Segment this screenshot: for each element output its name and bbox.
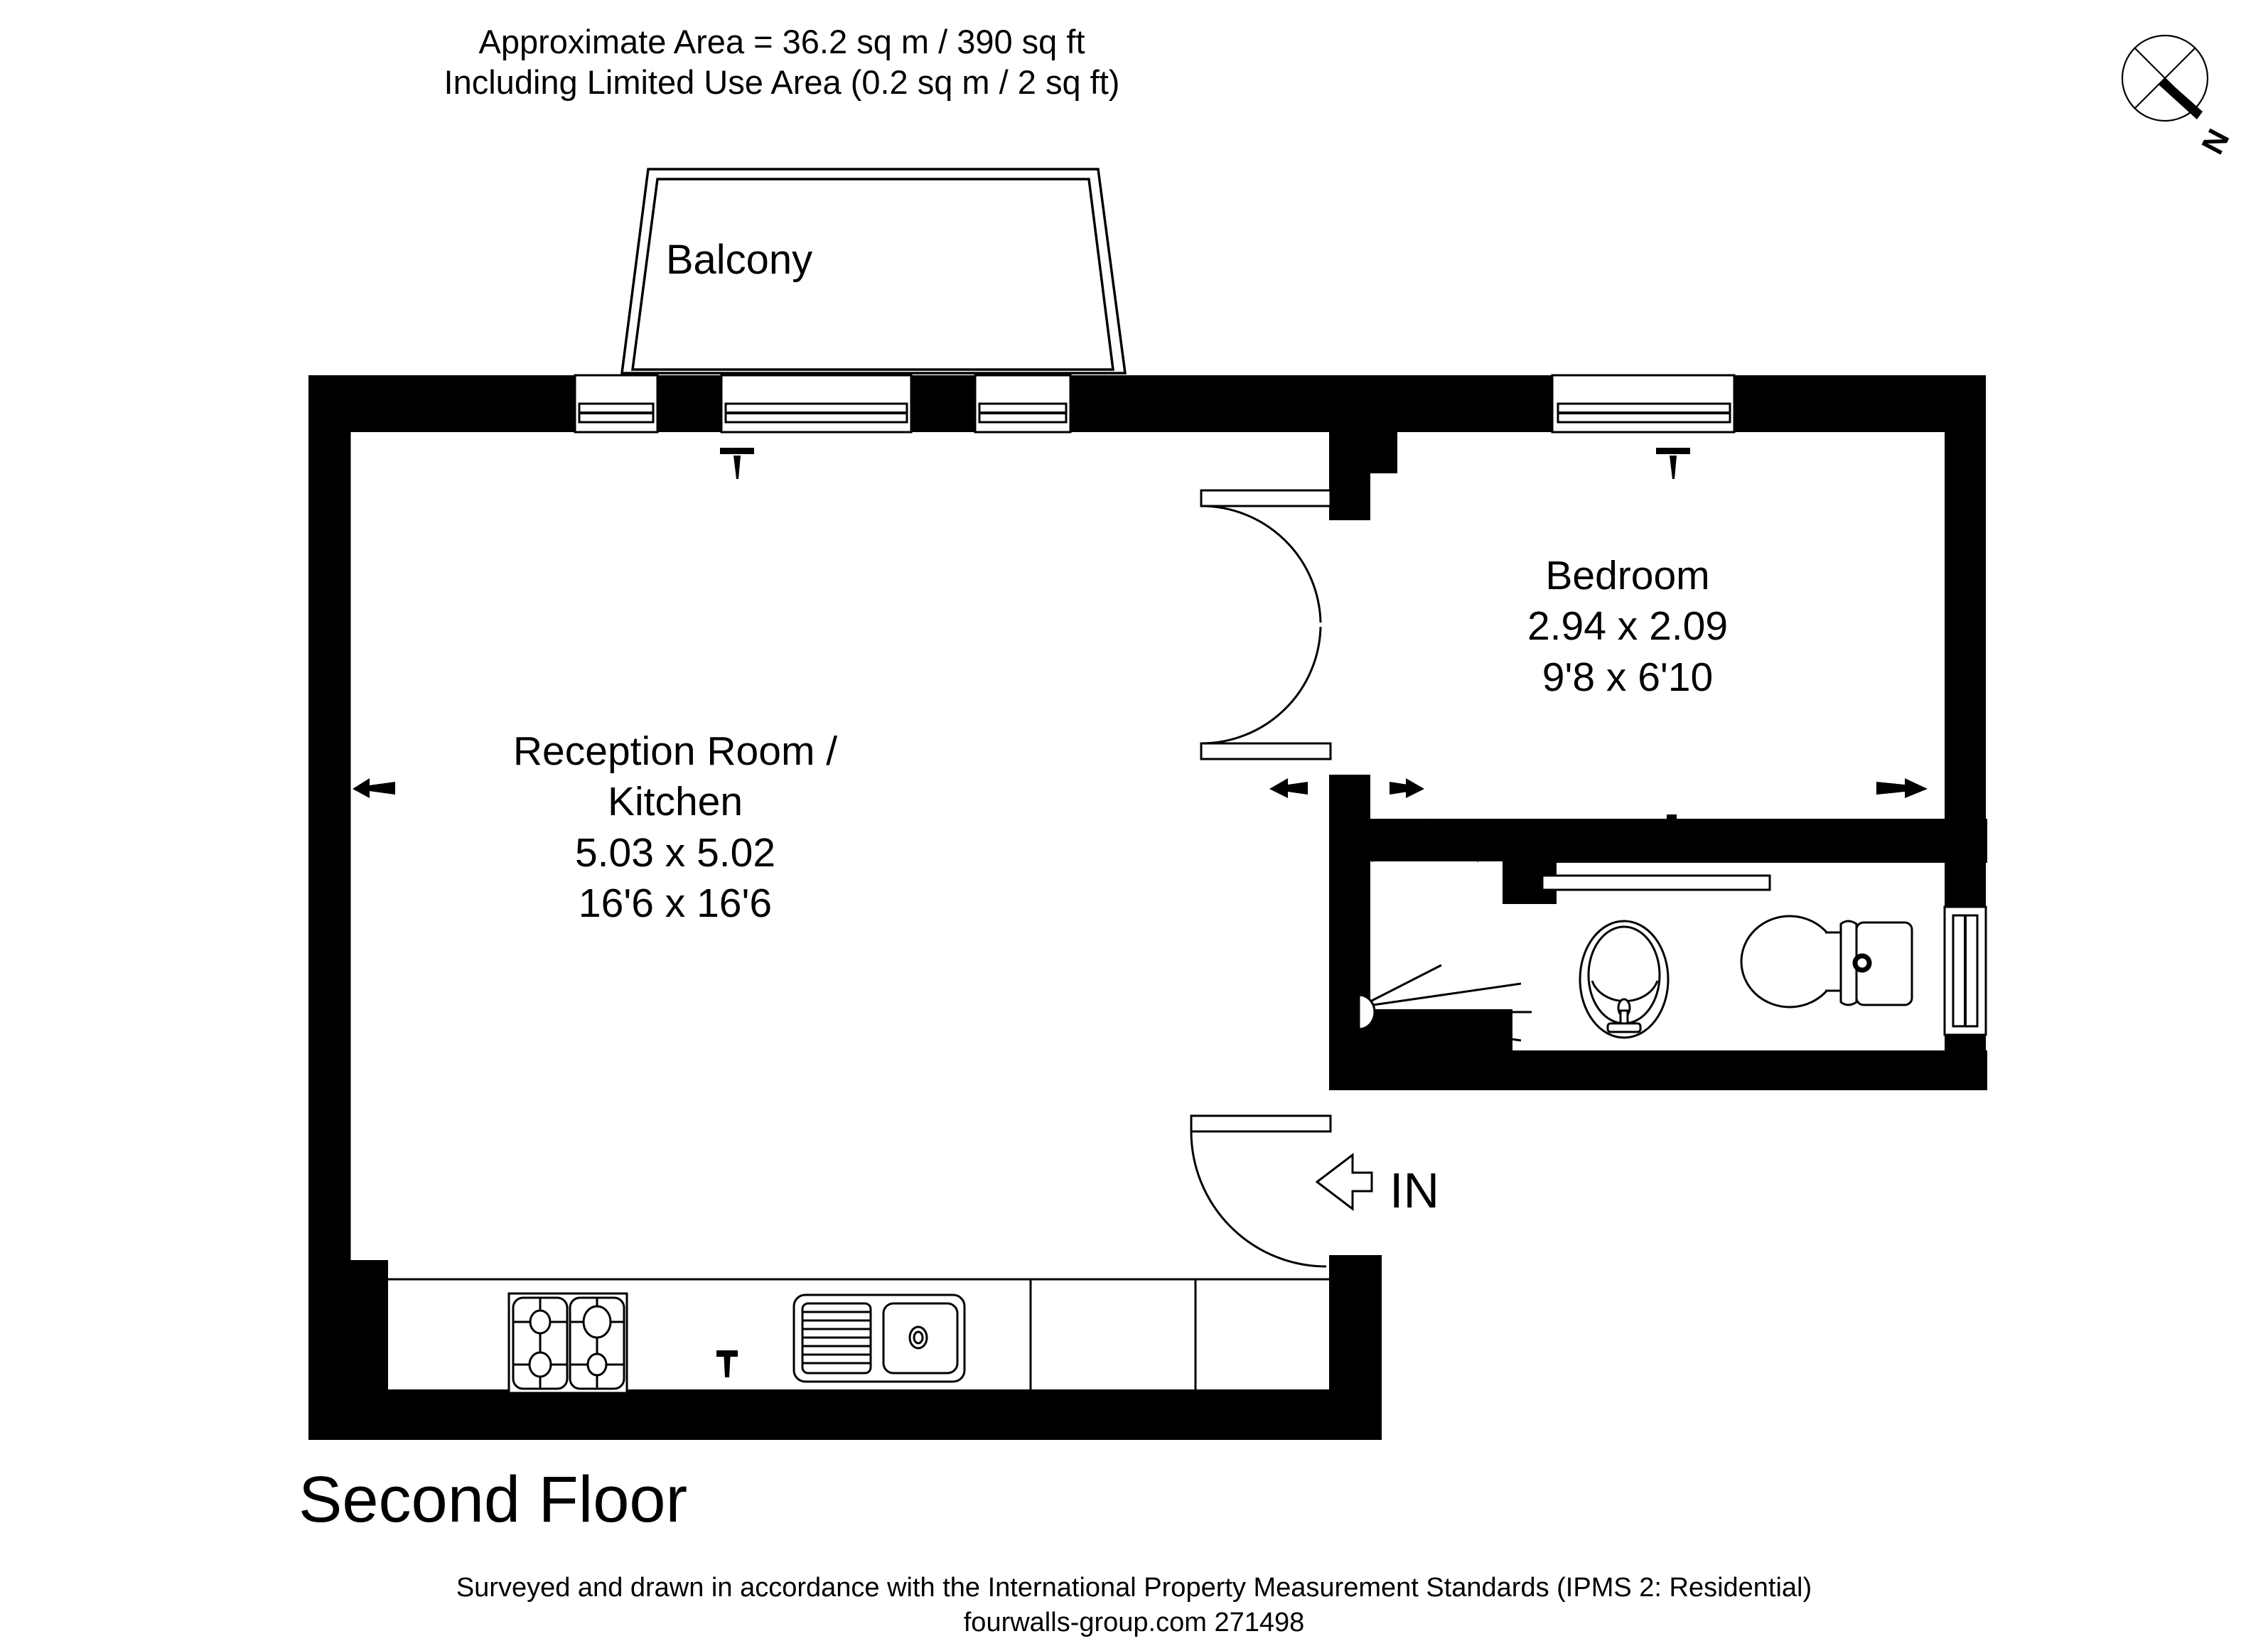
footer-source-line: fourwalls-group.com 271498 bbox=[963, 1607, 1305, 1637]
wash-basin-icon bbox=[1579, 920, 1670, 1039]
balcony-name: Balcony bbox=[665, 237, 813, 283]
footer-standards-line: Surveyed and drawn in accordance with th… bbox=[456, 1573, 1812, 1603]
hob-icon bbox=[507, 1292, 628, 1394]
bedroom-name: Bedroom bbox=[1545, 553, 1710, 598]
reception-imperial-dimensions: 16'6 x 16'6 bbox=[578, 880, 773, 926]
reception-metric-dimensions: 5.03 x 5.02 bbox=[574, 829, 776, 876]
footer-credits: Surveyed and drawn in accordance with th… bbox=[0, 1571, 2268, 1640]
wardrobe-cupboard bbox=[1370, 818, 1503, 1009]
window-bathroom-right bbox=[1943, 905, 1987, 1036]
dimension-arrows bbox=[353, 448, 1928, 1377]
arrow-left-icon bbox=[1315, 1152, 1373, 1212]
reception-name-line1: Reception Room / bbox=[512, 728, 838, 774]
window-reception-1 bbox=[574, 374, 659, 434]
approximate-area-line: Approximate Area = 36.2 sq m / 390 sq ft bbox=[478, 23, 1085, 60]
toilet-icon bbox=[1740, 915, 1913, 1008]
room-label-bedroom: Bedroom 2.94 x 2.09 9'8 x 6'10 bbox=[1379, 551, 1876, 703]
reception-name-line2: Kitchen bbox=[607, 779, 743, 825]
compass-rose-icon: N bbox=[2121, 34, 2235, 155]
exterior-walls bbox=[308, 375, 1987, 1440]
room-label-balcony: Balcony bbox=[540, 235, 938, 286]
floor-title: Second Floor bbox=[299, 1463, 688, 1536]
balcony-outline bbox=[620, 168, 1127, 375]
kitchen-sink-icon bbox=[792, 1293, 966, 1383]
shower-head-icon bbox=[1343, 964, 1532, 1060]
kitchen-counter-line bbox=[350, 1278, 1329, 1389]
door-bedroom bbox=[1200, 489, 1332, 760]
limited-use-area-line: Including Limited Use Area (0.2 sq m / 2… bbox=[444, 63, 1120, 102]
area-summary: Approximate Area = 36.2 sq m / 390 sq ft… bbox=[0, 21, 1564, 103]
door-entrance bbox=[1190, 1114, 1332, 1268]
bedroom-metric-dimensions: 2.94 x 2.09 bbox=[1527, 603, 1729, 650]
bedroom-imperial-dimensions: 9'8 x 6'10 bbox=[1542, 654, 1714, 700]
room-label-reception: Reception Room / Kitchen 5.03 x 5.02 16'… bbox=[419, 726, 931, 929]
window-reception-2 bbox=[720, 374, 913, 434]
door-bathroom-sliding bbox=[1541, 874, 1771, 891]
window-bedroom bbox=[1551, 374, 1736, 434]
entrance-in-label: IN bbox=[1390, 1163, 1439, 1218]
window-reception-3 bbox=[974, 374, 1072, 434]
